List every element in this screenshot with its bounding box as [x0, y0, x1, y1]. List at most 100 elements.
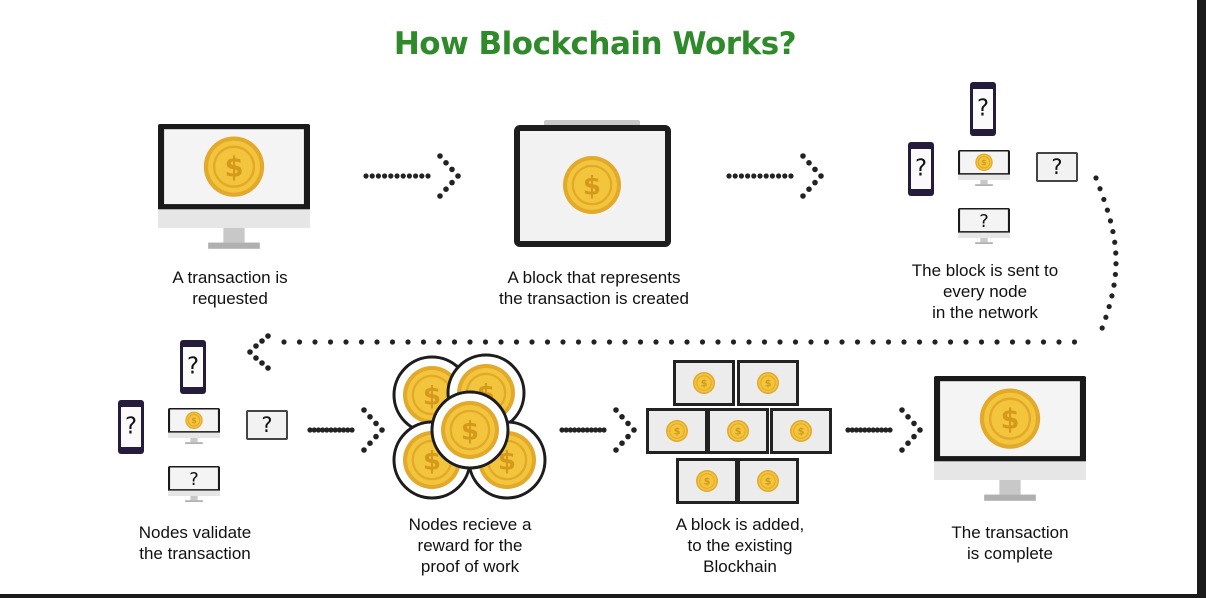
- arrow-dot: [420, 339, 427, 345]
- block-tile: $: [673, 360, 735, 406]
- question-mark: ?: [915, 155, 927, 181]
- question-mark: ?: [261, 413, 272, 437]
- arrow-dot: [746, 339, 752, 345]
- arrow-dot: [1103, 314, 1109, 320]
- dollar-symbol: $: [765, 477, 772, 488]
- arrow-dot: [1112, 271, 1118, 278]
- arrow-dot: [905, 414, 911, 420]
- arrow-dot: [443, 186, 449, 192]
- arrow-dot: [777, 339, 783, 345]
- arrow-dot: [389, 339, 396, 345]
- arrow-dot: [388, 173, 394, 179]
- arrow-dot: [328, 427, 334, 433]
- arrow-dot: [899, 407, 905, 413]
- dollar-symbol: $: [704, 477, 711, 488]
- caption-transaction-complete: The transaction is complete: [951, 523, 1069, 563]
- arrow-dot: [853, 427, 860, 433]
- arrow-dot: [823, 339, 830, 345]
- arrow-dot: [1106, 303, 1112, 310]
- arrow-dot: [374, 339, 380, 345]
- arrow-dot: [425, 173, 431, 179]
- monitor-icon: $: [958, 150, 1010, 186]
- arrow-dot: [281, 339, 287, 345]
- coin-icon: $: [441, 401, 499, 459]
- arrow-dot: [818, 173, 824, 179]
- arrow-dot: [601, 427, 607, 433]
- arrow-dot: [597, 427, 603, 433]
- arrow-dot: [576, 427, 582, 433]
- arrow-dot: [1110, 228, 1116, 235]
- arrow-dot: [870, 427, 876, 433]
- arrow-dot: [730, 339, 737, 345]
- arrow-dot: [885, 339, 892, 345]
- coin-icon: $: [203, 136, 265, 197]
- monitor-icon: ?: [168, 466, 220, 502]
- arrow-dot: [619, 440, 625, 447]
- arrow-dot: [1097, 186, 1103, 192]
- arrow-dot: [899, 447, 905, 453]
- arrow-dot: [849, 427, 855, 433]
- arrow-dot: [738, 173, 745, 179]
- arrow-dot: [413, 173, 419, 179]
- monitor-icon: $: [158, 124, 310, 249]
- arrow-dot: [563, 427, 569, 433]
- question-mark: ?: [1051, 155, 1062, 179]
- arrow-dot: [373, 420, 379, 427]
- arrow-dot: [580, 427, 586, 433]
- coin-icon: $: [478, 431, 536, 489]
- step-7-monitor: $: [934, 376, 1086, 501]
- arrow-dot: [363, 173, 369, 179]
- caption-nodes-validate: Nodes validate the transaction: [138, 523, 252, 563]
- caption-block-created: A block that represents the transaction …: [499, 268, 689, 308]
- block-tile: $: [646, 408, 708, 454]
- arrow-dot: [782, 173, 788, 179]
- arrow-dot: [887, 427, 893, 433]
- arrow-2-to-3: [726, 153, 824, 199]
- arrow-dot: [361, 447, 367, 453]
- arrow-dot: [788, 173, 794, 179]
- arrow-1-to-2: [363, 153, 461, 199]
- arrow-dot: [394, 173, 400, 179]
- arrow-dot: [699, 339, 706, 345]
- arrow-dot: [265, 333, 271, 339]
- question-mark: ?: [977, 95, 989, 121]
- arrow-dot: [1107, 218, 1114, 224]
- question-mark: ?: [187, 353, 199, 379]
- arrow-dot: [247, 349, 253, 355]
- arrow-dot: [806, 186, 812, 192]
- arrow-dot: [345, 427, 351, 433]
- arrow-dot: [978, 339, 985, 345]
- step-4-nodes: ??$??: [118, 340, 288, 502]
- arrow-dot: [449, 166, 455, 173]
- arrow-dot: [994, 339, 1000, 345]
- arrow-dot: [715, 339, 721, 345]
- arrow-dot: [1109, 293, 1115, 299]
- arrow-dot: [862, 427, 868, 433]
- arrow-dot: [369, 173, 375, 179]
- arrow-dot: [584, 427, 590, 433]
- arrow-dot: [684, 339, 690, 345]
- arrow-dot: [761, 339, 768, 345]
- arrow-dot: [405, 339, 411, 345]
- phone-icon: ?: [118, 400, 144, 454]
- dollar-symbol: $: [798, 427, 805, 438]
- step-2-block: $: [514, 120, 671, 247]
- arrow-dot: [800, 153, 806, 159]
- arrow-dot: [619, 414, 625, 420]
- coin-icon: $: [666, 420, 688, 442]
- arrow-dot: [343, 339, 349, 345]
- arrow-6-to-7: [845, 407, 923, 453]
- window-edge-right: [1197, 0, 1206, 598]
- dollar-symbol: $: [981, 158, 986, 167]
- block-tile: $: [737, 458, 799, 504]
- arrow-dot: [379, 427, 385, 433]
- arrow-dot: [905, 440, 911, 447]
- coin-icon: $: [757, 470, 779, 492]
- arrow-dot: [311, 427, 317, 433]
- arrow-dot: [406, 173, 412, 179]
- arrow-dot: [1111, 282, 1117, 288]
- arrow-dot: [560, 339, 566, 345]
- arrow-dot: [622, 339, 628, 345]
- arrow-dot: [307, 427, 313, 433]
